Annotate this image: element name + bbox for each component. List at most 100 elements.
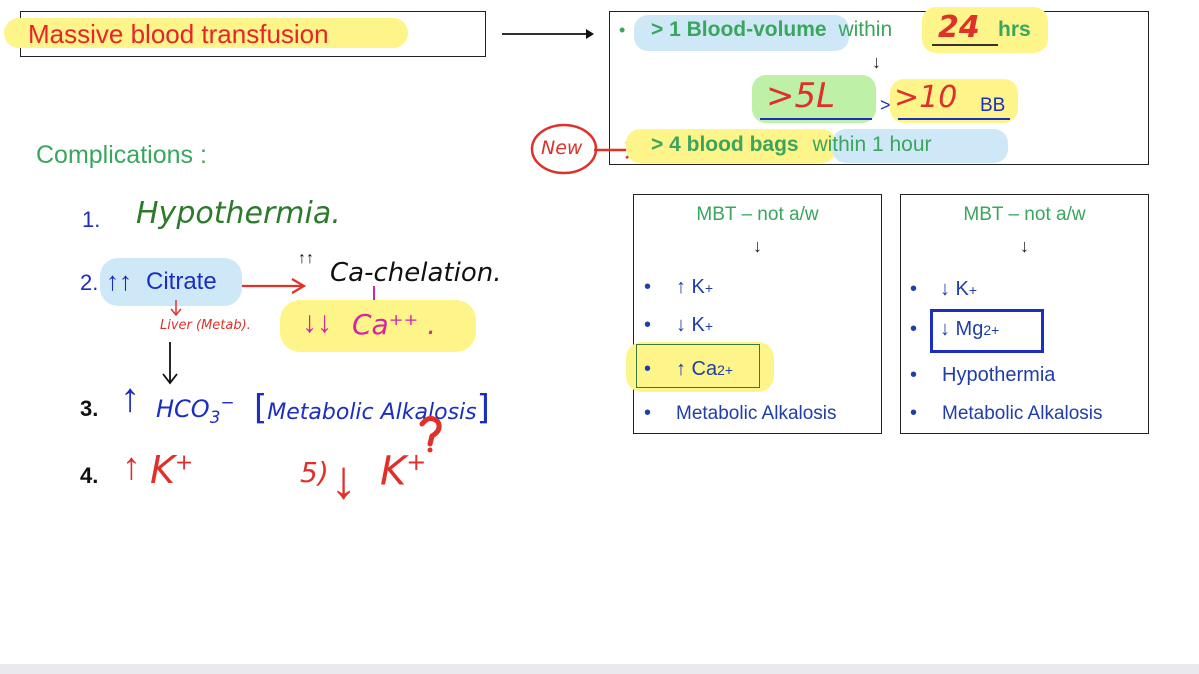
panel-left-text-4: Metabolic Alkalosis (676, 402, 837, 424)
def-down-arrow: ↓ (872, 52, 881, 72)
def-volume-highlight (752, 75, 876, 123)
item4-k-sup: + (174, 450, 194, 476)
def-hours-underline (932, 44, 998, 46)
item1-number: 1. (82, 207, 101, 232)
panel-right-bullet-2: • (910, 318, 918, 340)
def-line1-highlight (634, 15, 849, 51)
def-line3: > 4 blood bags within 1 hour (651, 133, 932, 157)
def-bags-underline (898, 118, 1010, 120)
page-title: Massive blood transfusion (28, 19, 329, 49)
panel-right-sup-2: 2+ (983, 321, 1000, 338)
def-bags-unit: BB (980, 95, 1006, 116)
title-highlight (4, 18, 408, 48)
panel-right-text-4: Metabolic Alkalosis (942, 402, 1103, 424)
panel-left-bullet-2: • (644, 314, 652, 336)
def-line1-prefix: > 1 Blood-volume (651, 18, 827, 41)
item5-k-text: K (380, 448, 407, 495)
item2-liver: Liver (Metab). (160, 318, 251, 333)
def-gt: > (880, 95, 891, 115)
panel-left-sup-3: 2+ (717, 361, 734, 378)
item3-hco-sub: 3 (209, 406, 221, 427)
panel-left-bullet-4: • (644, 402, 652, 424)
item1-text: Hypothermia. (136, 196, 341, 231)
panel-right-bullet-3: • (910, 364, 918, 386)
panel-left-ca-box (636, 344, 760, 388)
panel-right-item-3: • Hypothermia (910, 364, 1055, 387)
def-line1: > 1 Blood-volume within (651, 18, 892, 42)
def-bullet: • (619, 20, 626, 40)
item3-hco-sup: − (220, 392, 235, 412)
item2-down-arrows: ↓↓ (302, 306, 332, 339)
item5-number: 5) (300, 456, 329, 489)
item2-calcium: Ca⁺⁺ . (352, 308, 437, 341)
item5-k: K+ (380, 448, 426, 494)
panel-left-text-1: ↑ K (676, 276, 705, 298)
def-line3-bags: > 4 blood bags (651, 133, 799, 156)
item2-right-arrow-icon (242, 278, 307, 294)
panel-left-bullet-1: • (644, 276, 652, 298)
item3-alkalosis: [Metabolic Alkalosis] (254, 388, 490, 428)
title-arrow-icon (502, 29, 594, 39)
def-line3-within: within 1 hour (812, 133, 932, 156)
def-hours-unit: hrs (998, 18, 1031, 41)
item2-highlight (100, 258, 242, 306)
panel-right-sup-1: + (968, 281, 978, 298)
complications-heading: Complications : (36, 141, 207, 169)
item2-down-red-icon (170, 300, 182, 317)
panel-right-text-2: ↓ Mg (940, 318, 984, 340)
item3-hco-text: HCO (156, 395, 210, 423)
item3-hco: HCO3− (156, 392, 234, 427)
panel-left-item-4: • Metabolic Alkalosis (644, 402, 837, 425)
panel-right-arrow: ↓ (1020, 236, 1029, 256)
def-bags-highlight (890, 79, 1018, 123)
def-hours-value: 24 (938, 10, 980, 45)
item3-number: 3. (80, 396, 99, 421)
item2-calcium-highlight (280, 300, 476, 352)
def-line1-within: within (838, 18, 893, 41)
item2-chelation: Ca-chelation. (330, 258, 502, 288)
panel-left-text-2: ↓ K (676, 314, 705, 336)
panel-left (633, 194, 882, 434)
item5-arrow: ↓ (330, 450, 357, 510)
panel-right-text-1: ↓ K (940, 278, 969, 300)
item2-number: 2. (80, 270, 99, 295)
panel-left-sup-1: + (704, 279, 714, 296)
panel-left-bullet-3: • (644, 358, 652, 380)
panel-right-mg-box (930, 309, 1044, 353)
panel-left-text-3: ↑ Ca (676, 358, 718, 380)
panel-right-header: MBT – not a/w (963, 204, 1086, 225)
item2-down-black-icon (162, 342, 178, 385)
item4-number: 4. (80, 463, 99, 488)
item2-arrow: ↑↑ (106, 266, 132, 296)
def-line3-highlight (626, 129, 836, 163)
panel-right-bullet-1: • (910, 278, 918, 300)
panel-left-item-2: • ↓ K+ (644, 314, 713, 337)
item3-question-icon (419, 416, 442, 453)
definition-box (609, 11, 1149, 165)
panel-right-bullet-4: • (910, 402, 918, 424)
def-line3b-highlight (832, 129, 1008, 163)
panel-left-item-1: • ↑ K+ (644, 276, 713, 299)
item4-k-text: K (150, 448, 175, 492)
panel-left-header: MBT – not a/w (696, 204, 819, 225)
item5-k-sup: + (406, 448, 427, 476)
panel-left-ca-highlight (626, 342, 774, 392)
item3-alkalosis-text: Metabolic Alkalosis (267, 400, 477, 425)
item4-k: K+ (150, 448, 193, 492)
item4-arrow: ↑ (122, 446, 141, 488)
panel-left-arrow: ↓ (753, 236, 762, 256)
def-volume-underline (760, 118, 872, 120)
panel-right (900, 194, 1149, 434)
new-label: New (541, 137, 583, 159)
panel-right-item-4: • Metabolic Alkalosis (910, 402, 1103, 425)
def-volume-value: >5L (766, 76, 836, 116)
def-bags-value: >10 (894, 80, 958, 115)
panel-left-sup-2: + (704, 317, 714, 334)
panel-right-item-1: • ↓ K+ (910, 278, 977, 301)
item3-arrow: ↑ (120, 376, 140, 420)
item2-up-arrows: ↑↑ (298, 250, 314, 267)
panel-right-text-3: Hypothermia (942, 364, 1056, 386)
